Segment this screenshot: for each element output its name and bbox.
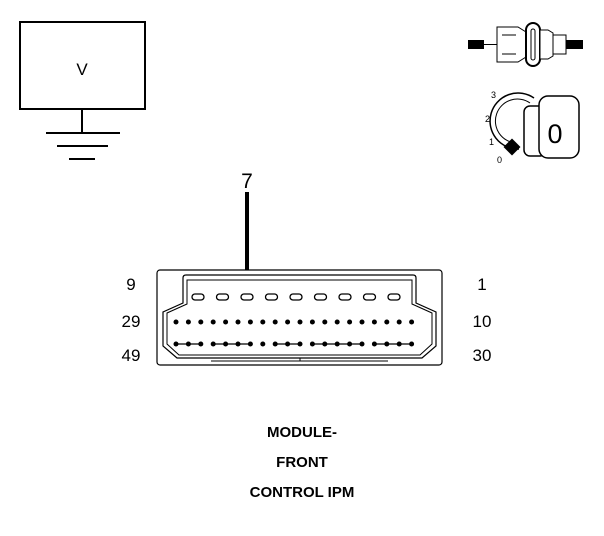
pin-terminal xyxy=(359,341,365,347)
pin-terminal xyxy=(173,319,179,325)
pin-terminal xyxy=(297,319,303,325)
pin-terminal xyxy=(272,319,278,325)
pin-terminal xyxy=(235,319,241,325)
connector-housing xyxy=(156,269,443,366)
key-position-marker xyxy=(503,138,521,156)
pin-terminal xyxy=(210,319,216,325)
pin-terminal xyxy=(396,341,402,347)
pin-terminal xyxy=(198,319,204,325)
connector-disconnected-icon xyxy=(468,22,583,67)
connector-shroud-inner xyxy=(166,279,433,356)
pin-terminal xyxy=(396,319,402,325)
caption-line-3: CONTROL IPM xyxy=(250,484,355,501)
connector-label-pin-9: 9 xyxy=(126,275,135,294)
pin-terminal xyxy=(173,341,179,347)
pin-cavity xyxy=(387,293,401,301)
pin-cavity xyxy=(362,293,377,301)
pin-terminal xyxy=(309,341,315,347)
pin-terminal xyxy=(384,319,390,325)
caption-line-2: FRONT xyxy=(276,454,328,471)
pin-terminal xyxy=(285,341,291,347)
key-position-0: 0 xyxy=(497,155,502,165)
voltmeter-symbol: V xyxy=(19,21,146,160)
connector-label-pin-29: 29 xyxy=(122,312,141,331)
pin-terminal xyxy=(285,319,291,325)
pin-terminal xyxy=(371,341,377,347)
pin-terminal xyxy=(247,341,253,347)
pin-terminal xyxy=(409,319,415,325)
voltmeter-label: V xyxy=(76,60,88,79)
pin-terminal xyxy=(297,341,303,347)
pin-cavity xyxy=(264,293,279,301)
pin-terminal xyxy=(260,341,266,347)
ground-icon xyxy=(46,109,120,160)
pin-terminal xyxy=(210,341,216,347)
key-position-value: 0 xyxy=(547,119,562,149)
pin-cavity xyxy=(191,293,205,301)
pin-terminal xyxy=(322,319,328,325)
key-position-3: 3 xyxy=(491,90,496,100)
pin-terminal xyxy=(185,341,191,347)
pin-row-bottom xyxy=(173,341,415,347)
pin-terminal xyxy=(334,319,340,325)
connector-label-pin-1: 1 xyxy=(477,275,486,294)
pin-cavity xyxy=(240,293,254,301)
pin-pointer-label: 7 xyxy=(241,170,253,193)
caption-line-1: MODULE- xyxy=(267,424,337,441)
pin-terminal xyxy=(347,319,353,325)
pin-terminal xyxy=(185,319,191,325)
pin-terminal xyxy=(223,341,229,347)
pin-terminal xyxy=(198,341,204,347)
pin-terminal xyxy=(359,319,365,325)
pin-cavity xyxy=(215,293,230,301)
pin-terminal xyxy=(223,319,229,325)
connector-label-pin-30: 30 xyxy=(473,346,492,365)
pin-terminal xyxy=(371,319,377,325)
pin-terminal xyxy=(235,341,241,347)
connector-label-pin-49: 49 xyxy=(122,346,141,365)
connector-face xyxy=(156,269,443,366)
pin-terminal xyxy=(322,341,328,347)
connector-shroud-outer xyxy=(162,274,437,359)
key-position-2: 2 xyxy=(485,114,490,124)
key-position-1: 1 xyxy=(489,137,494,147)
pin-terminal xyxy=(409,341,415,347)
pin-terminal xyxy=(247,319,253,325)
pin-cavity xyxy=(338,293,352,301)
pin-terminal xyxy=(272,341,278,347)
pin-cavity xyxy=(289,293,303,301)
pin-terminal xyxy=(260,319,266,325)
pin-terminal xyxy=(384,341,390,347)
pin-terminal xyxy=(347,341,353,347)
pin-cavity xyxy=(313,293,328,301)
pin-row-middle xyxy=(173,319,415,325)
pin-terminal xyxy=(334,341,340,347)
ignition-key-icon: 0 0 1 2 3 xyxy=(485,90,580,165)
connector-label-pin-10: 10 xyxy=(473,312,492,331)
pin-terminal xyxy=(309,319,315,325)
pin-row-top xyxy=(191,293,401,301)
